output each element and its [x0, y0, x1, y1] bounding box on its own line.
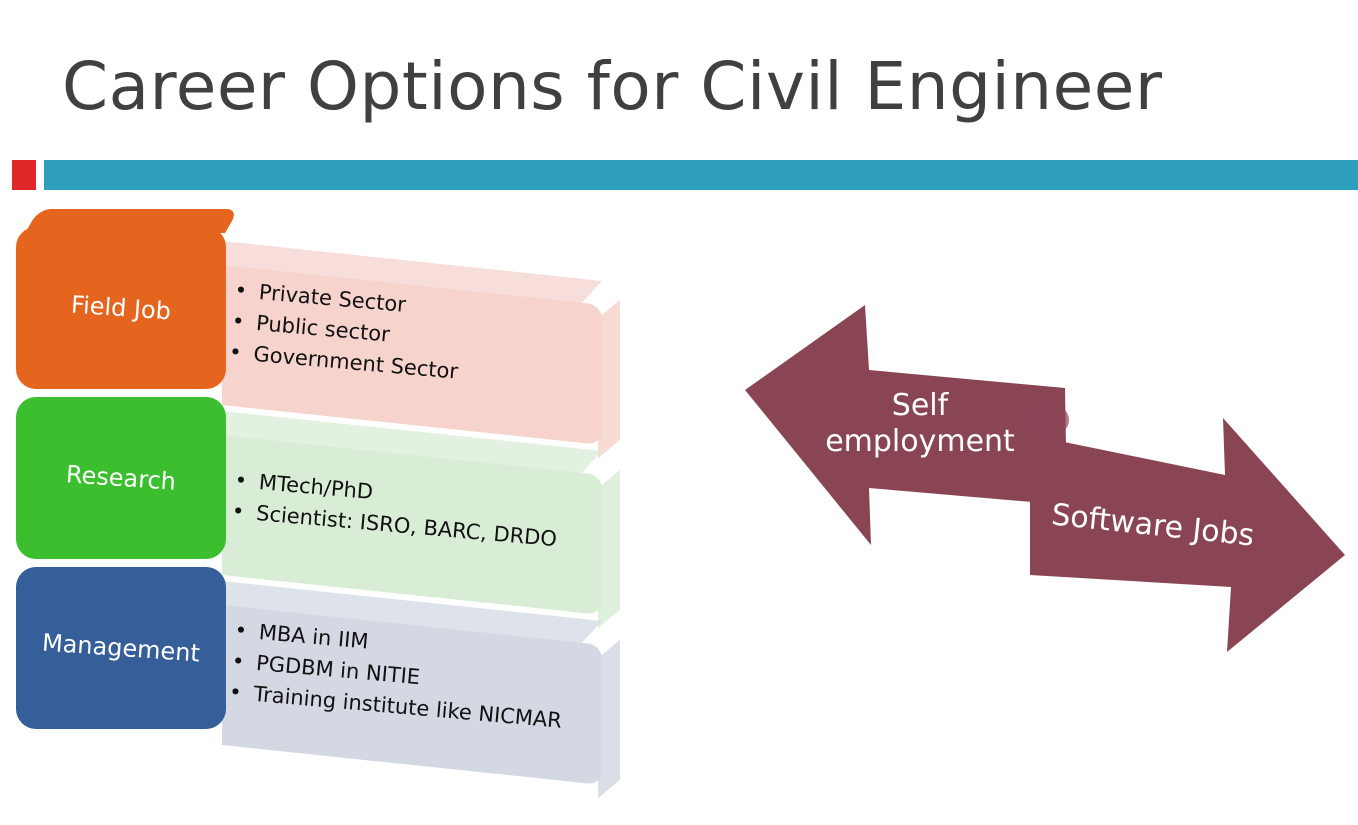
accent-square — [12, 160, 36, 190]
management-block: Management MBA in IIM PGDBM in NITIE Tra… — [10, 545, 630, 799]
self-employment-line1: Self — [891, 388, 949, 423]
double-arrow-graphic: Self employment Software Jobs — [745, 300, 1355, 660]
slide-title: Career Options for Civil Engineer — [62, 48, 1163, 125]
research-block: Research MTech/PhD Scientist: ISRO, BARC… — [10, 375, 630, 629]
right-arrow-shape — [1030, 418, 1345, 652]
research-label: Research — [65, 460, 177, 496]
double-arrow-svg — [745, 305, 1345, 652]
field-job-label: Field Job — [70, 290, 172, 326]
arrow-fold-shape — [1021, 402, 1069, 438]
management-label: Management — [41, 628, 201, 668]
field-job-block: Field Job Private Sector Public sector G… — [10, 205, 630, 459]
field-job-box — [16, 227, 226, 389]
research-box — [16, 397, 226, 559]
left-arrow-shape — [745, 305, 1067, 545]
self-employment-line2: employment — [825, 424, 1015, 459]
self-employment-label: Self employment — [820, 388, 1020, 460]
accent-bar — [44, 160, 1358, 190]
management-box — [16, 567, 226, 729]
